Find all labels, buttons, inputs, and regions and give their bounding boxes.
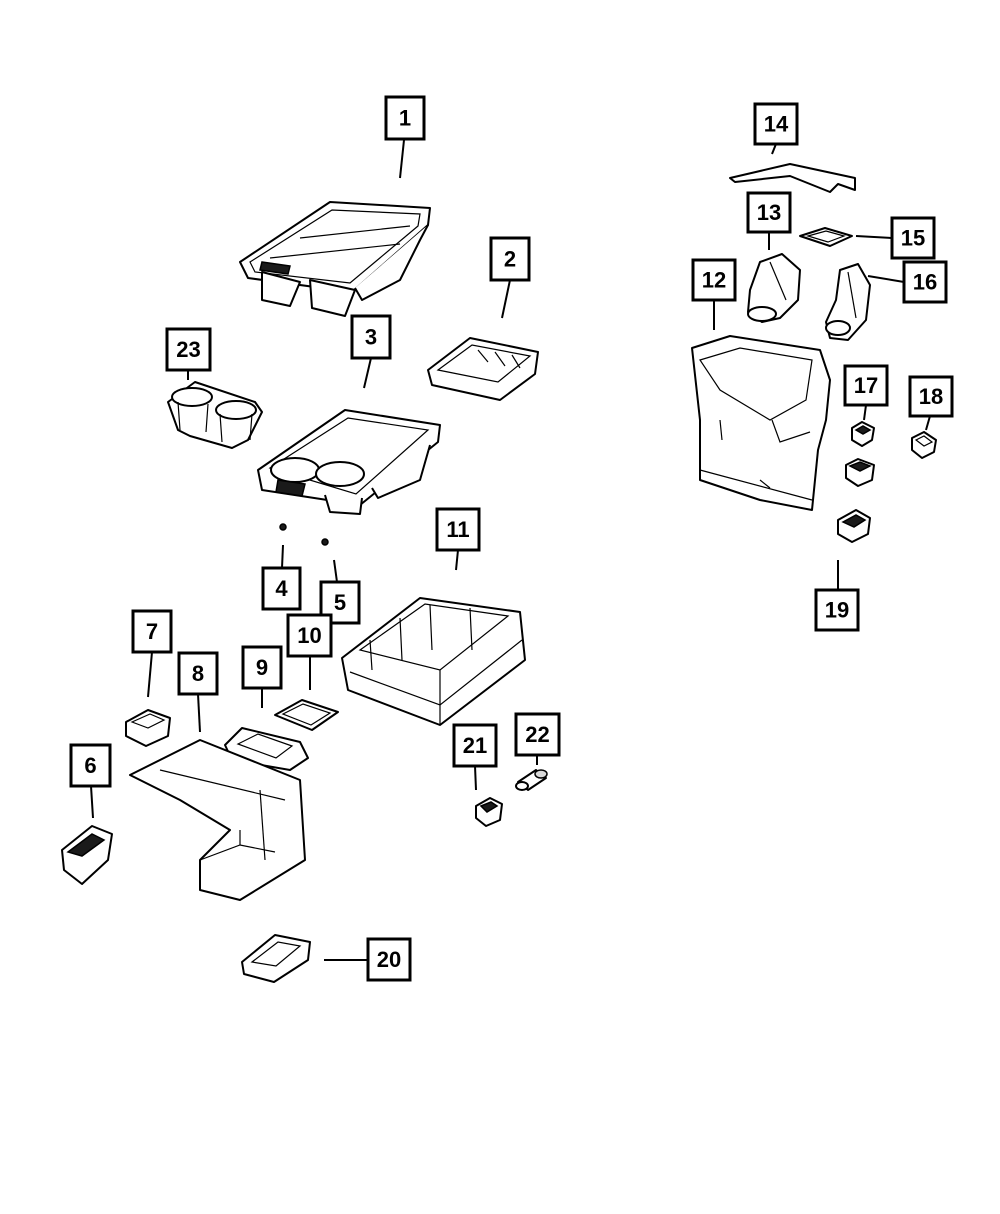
- callout-2: 2: [489, 236, 531, 282]
- part-22-outlet: [515, 769, 548, 791]
- callout-21-label: 21: [463, 733, 487, 758]
- leader-4: [281, 544, 284, 569]
- part-4-clip: [279, 523, 287, 531]
- part-2-storage-tray: [427, 337, 539, 401]
- leader-16: [867, 275, 905, 283]
- callout-9-label: 9: [256, 655, 268, 680]
- leader-21: [474, 765, 477, 791]
- callout-23-label: 23: [176, 337, 200, 362]
- leader-3: [363, 357, 372, 389]
- leader-18: [925, 415, 931, 431]
- part-15-bezel-plate: [799, 227, 853, 247]
- part-18-switch: [911, 431, 937, 459]
- callout-11-label: 11: [446, 517, 469, 542]
- callout-18: 18: [908, 375, 954, 418]
- callout-23: 23: [165, 327, 212, 372]
- callout-16-label: 16: [913, 270, 937, 295]
- part-5-clip: [321, 538, 329, 546]
- callout-2-label: 2: [504, 247, 516, 272]
- callout-20-label: 20: [377, 947, 401, 972]
- part-1-console-lid: [239, 201, 431, 317]
- part-13-duct: [747, 253, 801, 323]
- callout-13-label: 13: [757, 200, 781, 225]
- part-23-cup-holder: [167, 381, 263, 449]
- callout-11: 11: [435, 507, 481, 552]
- callout-12: 12: [691, 258, 737, 302]
- part-10-bin-mat: [274, 699, 339, 731]
- leader-11: [455, 549, 459, 571]
- leader-14: [771, 143, 777, 155]
- part-21-switch: [475, 797, 503, 827]
- part-17-switch: [851, 421, 875, 447]
- callout-10: 10: [286, 613, 333, 658]
- leader-5: [333, 559, 338, 583]
- callout-9: 9: [241, 645, 283, 690]
- part-3-console-bezel: [257, 409, 441, 515]
- callout-1-label: 1: [399, 106, 411, 131]
- callout-16: 16: [902, 260, 948, 304]
- callout-10-label: 10: [297, 623, 321, 648]
- leader-8: [197, 693, 201, 733]
- callout-21: 21: [452, 723, 498, 768]
- callout-8-label: 8: [192, 661, 204, 686]
- part-12-rear-panel: [691, 335, 831, 511]
- part-20-module: [241, 934, 311, 983]
- callout-4: 4: [261, 566, 302, 611]
- leader-7: [147, 651, 153, 698]
- callout-3: 3: [350, 314, 392, 360]
- callout-19-label: 19: [825, 598, 849, 623]
- part-16-duct: [825, 263, 871, 341]
- callout-6: 6: [69, 743, 112, 788]
- callout-22-label: 22: [525, 722, 549, 747]
- callout-1: 1: [384, 95, 426, 141]
- part-8-console-front: [129, 739, 306, 901]
- callout-13: 13: [746, 191, 792, 234]
- part-7-switch: [125, 709, 171, 747]
- callout-3-label: 3: [365, 325, 377, 350]
- part-6-module: [61, 825, 113, 885]
- callout-12-label: 12: [702, 268, 726, 293]
- callout-17-label: 17: [854, 373, 878, 398]
- callout-7-label: 7: [146, 619, 158, 644]
- callout-5-label: 5: [334, 590, 346, 615]
- callout-5: 5: [319, 580, 361, 625]
- leader-15: [855, 235, 893, 239]
- callout-7: 7: [131, 609, 173, 654]
- callout-17: 17: [843, 364, 889, 407]
- callout-14-label: 14: [764, 112, 789, 137]
- callout-8: 8: [177, 651, 219, 696]
- leader-6: [90, 785, 94, 819]
- part-11-console-base: [341, 597, 526, 726]
- callout-4-label: 4: [275, 576, 288, 601]
- leader-1: [399, 139, 405, 179]
- leader-17: [863, 404, 867, 421]
- callout-18-label: 18: [919, 384, 943, 409]
- callout-6-label: 6: [84, 753, 96, 778]
- callout-15-label: 15: [901, 226, 925, 251]
- callout-14: 14: [753, 102, 799, 146]
- leader-2: [501, 279, 511, 319]
- callout-19: 19: [814, 588, 860, 632]
- part-14-trim-strip: [729, 163, 856, 193]
- callout-20: 20: [366, 937, 412, 982]
- callout-15: 15: [890, 216, 936, 260]
- part-19-switches: [837, 458, 875, 543]
- callout-22: 22: [514, 712, 561, 757]
